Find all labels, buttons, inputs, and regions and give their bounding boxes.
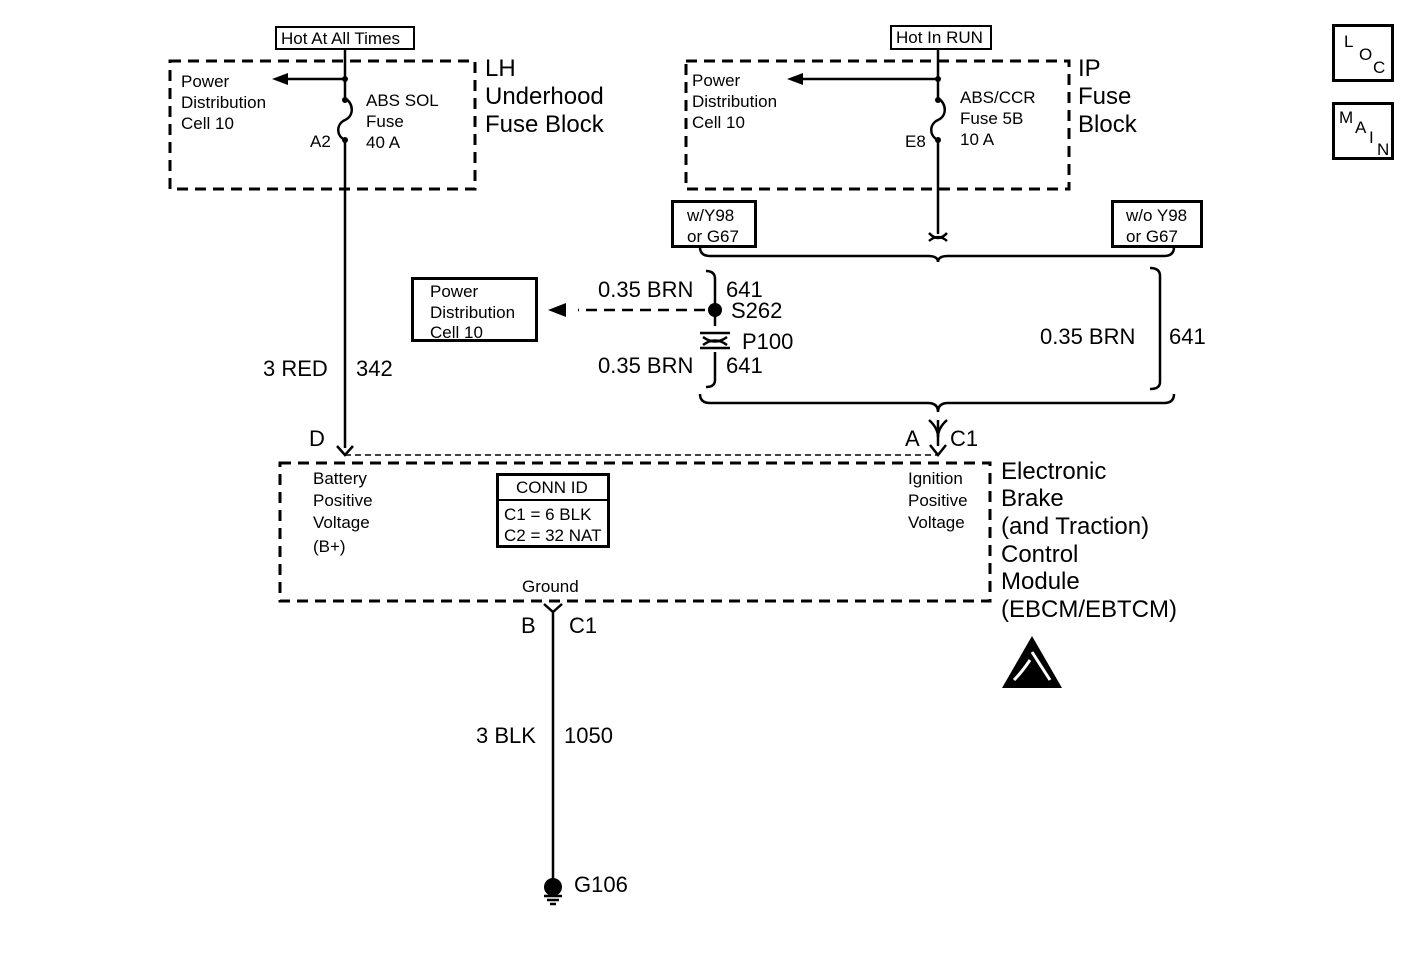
lh-feed-arrowhead bbox=[272, 73, 288, 85]
module-conn-b-c1: C1 bbox=[569, 613, 598, 638]
lh-fuse-line-2: Fuse bbox=[366, 112, 404, 131]
lh-block-name-1: LH bbox=[485, 55, 516, 82]
option-without-y98-box: w/o Y98 or G67 bbox=[1111, 200, 1203, 248]
module-conn-a-c1: C1 bbox=[950, 426, 979, 451]
ip-pd-line-3: Cell 10 bbox=[692, 113, 745, 132]
main-letter-a: A bbox=[1355, 118, 1367, 137]
main-button[interactable]: M A I N bbox=[1332, 102, 1394, 160]
ign-line-1: Ignition bbox=[908, 469, 963, 488]
bplus-line-1: Battery bbox=[313, 469, 367, 488]
ip-pin-label: E8 bbox=[905, 132, 926, 151]
ip-pd-line-1: Power bbox=[692, 71, 741, 90]
conn-id-title: CONN ID bbox=[516, 478, 588, 497]
lh-fuse-line-1: ABS SOL bbox=[366, 91, 439, 110]
option-without-line-1: w/o Y98 bbox=[1126, 206, 1188, 225]
bplus-line-3: Voltage bbox=[313, 513, 370, 532]
brn-top-gauge: 0.35 BRN bbox=[598, 277, 694, 302]
option-with-line-1: w/Y98 bbox=[687, 206, 735, 225]
splice-label: S262 bbox=[731, 298, 783, 323]
ip-fuse-line-1: ABS/CCR bbox=[960, 88, 1036, 107]
pd-cell-line-1: Power bbox=[430, 282, 479, 301]
ground-label: Ground bbox=[522, 577, 579, 596]
esd-sensitive-icon bbox=[1002, 636, 1062, 688]
module-pin-a: A bbox=[905, 426, 920, 451]
lh-pd-line-2: Distribution bbox=[181, 93, 267, 112]
bplus-line-2: Positive bbox=[313, 491, 373, 510]
loc-letter-l: L bbox=[1344, 32, 1354, 51]
lh-block-name-2: Underhood bbox=[485, 83, 604, 110]
ip-hot-label: Hot In RUN bbox=[896, 28, 983, 47]
red-wire-circuit: 342 bbox=[356, 356, 393, 381]
brn-right-circuit: 641 bbox=[1169, 324, 1206, 349]
option-without-line-2: or G67 bbox=[1126, 227, 1178, 246]
brn-top-circuit: 641 bbox=[726, 277, 763, 302]
conn-id-box: CONN ID C1 = 6 BLK C2 = 32 NAT bbox=[496, 473, 610, 548]
lh-pin-label: A2 bbox=[310, 132, 331, 151]
ip-pd-line-2: Distribution bbox=[692, 92, 778, 111]
conn-id-title-row: CONN ID bbox=[499, 476, 607, 501]
blk-wire-gauge: 3 BLK bbox=[476, 723, 536, 748]
ip-feed-arrowhead bbox=[787, 73, 803, 85]
ip-fuse-line-3: 10 A bbox=[960, 130, 995, 149]
pd-arrowhead bbox=[548, 303, 566, 317]
lh-hot-label: Hot At All Times bbox=[281, 29, 401, 48]
bplus-line-4: (B+) bbox=[313, 537, 346, 556]
lh-fuse-block-outline bbox=[168, 59, 477, 191]
ip-fuse-line-2: Fuse 5B bbox=[960, 109, 1024, 128]
lh-pd-line-1: Power bbox=[181, 72, 230, 91]
lh-block-name-3: Fuse Block bbox=[485, 111, 604, 138]
conn-id-line-1: C1 = 6 BLK bbox=[504, 505, 592, 524]
brn-bottom-circuit: 641 bbox=[726, 353, 763, 378]
pd-cell-line-3: Cell 10 bbox=[430, 323, 483, 342]
module-pin-d: D bbox=[309, 426, 325, 451]
option-with-y98-box: w/Y98 or G67 bbox=[671, 200, 757, 248]
main-letter-i: I bbox=[1369, 128, 1374, 147]
ip-fuse-symbol bbox=[930, 96, 946, 142]
ebcm-outline bbox=[278, 461, 992, 603]
lh-fuse-line-3: 40 A bbox=[366, 133, 401, 152]
loc-letter-o: O bbox=[1359, 45, 1373, 64]
module-name-3: (and Traction) bbox=[1001, 513, 1150, 540]
ign-line-3: Voltage bbox=[908, 513, 965, 532]
module-pin-b: B bbox=[521, 613, 536, 638]
option-brace-bottom bbox=[698, 393, 1176, 413]
brn-right-gauge: 0.35 BRN bbox=[1040, 324, 1136, 349]
splice-dot bbox=[708, 303, 722, 317]
inline-connector-label: P100 bbox=[742, 329, 794, 354]
ip-fuse-block-outline bbox=[684, 59, 1071, 191]
lh-pd-line-3: Cell 10 bbox=[181, 114, 234, 133]
pd-cell-line-2: Distribution bbox=[430, 303, 516, 322]
module-name-6: (EBCM/EBTCM) bbox=[1001, 596, 1177, 623]
main-letter-m: M bbox=[1339, 108, 1354, 127]
ign-line-2: Positive bbox=[908, 491, 968, 510]
red-wire-gauge: 3 RED bbox=[263, 356, 328, 381]
conn-id-line-2: C2 = 32 NAT bbox=[504, 526, 602, 545]
ip-block-name-1: IP bbox=[1078, 55, 1101, 82]
module-name-5: Module bbox=[1001, 568, 1080, 595]
ip-block-name-2: Fuse bbox=[1078, 83, 1132, 110]
ip-hot-in-run-box: Hot In RUN bbox=[890, 25, 992, 50]
module-name-4: Control bbox=[1001, 541, 1079, 568]
module-name-2: Brake bbox=[1001, 485, 1064, 512]
option-brace-top bbox=[698, 246, 1176, 263]
ground-dot bbox=[544, 878, 562, 896]
module-name-1: Electronic bbox=[1001, 458, 1107, 485]
loc-button[interactable]: L O C bbox=[1332, 24, 1394, 82]
power-distribution-cell-box: Power Distribution Cell 10 bbox=[411, 277, 538, 342]
blk-wire-circuit: 1050 bbox=[564, 723, 613, 748]
lh-fuse-symbol bbox=[337, 96, 353, 142]
brn-bottom-gauge: 0.35 BRN bbox=[598, 353, 694, 378]
lh-hot-at-all-times-box: Hot At All Times bbox=[275, 26, 415, 50]
option-with-line-2: or G67 bbox=[687, 227, 739, 246]
ip-block-name-3: Block bbox=[1078, 111, 1137, 138]
main-letter-n: N bbox=[1377, 140, 1390, 159]
loc-letter-c: C bbox=[1373, 58, 1386, 77]
ground-g106-label: G106 bbox=[574, 872, 628, 897]
